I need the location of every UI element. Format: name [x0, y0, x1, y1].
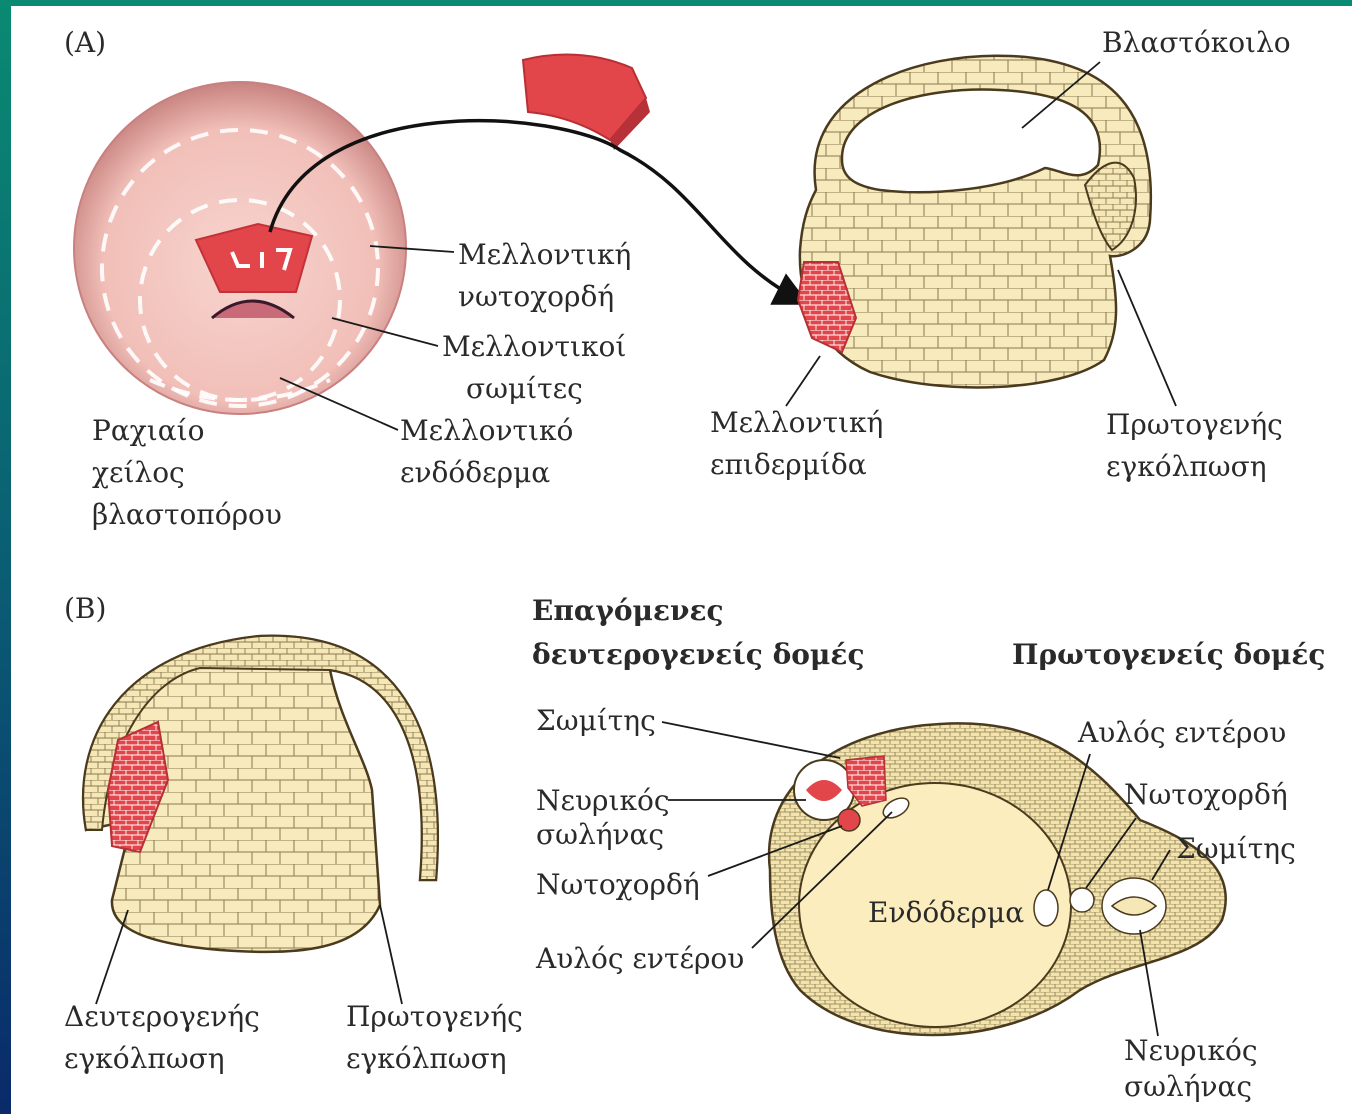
label-endoderm: Ενδόδερμα [868, 892, 1024, 934]
label-dorsal-lip-3: βλαστοπόρου [92, 494, 282, 536]
label-future-endoderm-2: ενδόδερμα [400, 452, 550, 494]
header-induced-1: Επαγόμενες [532, 590, 724, 632]
label-dorsal-lip-2: χείλος [92, 452, 185, 494]
label-primary-somite: Σωμίτης [1176, 828, 1296, 870]
panel-a-tag: (A) [64, 22, 106, 64]
label-induced-gut: Αυλός εντέρου [536, 938, 744, 980]
label-primary-gut: Αυλός εντέρου [1078, 712, 1286, 754]
label-induced-neural-tube-2: σωλήνας [536, 814, 664, 856]
label-future-notochord-2: νωτοχορδή [458, 276, 614, 318]
label-induced-notochord: Νωτοχορδή [536, 864, 700, 906]
panel-b-gastrula [83, 636, 438, 952]
label-secondary-invagination-1: Δευτερογενής [64, 996, 260, 1038]
label-secondary-invagination-2: εγκόλπωση [64, 1038, 224, 1080]
label-primary-invagination-b-2: εγκόλπωση [346, 1038, 506, 1080]
header-induced-2: δευτερογενείς δομές [532, 634, 865, 676]
primary-gut [1034, 890, 1058, 926]
label-induced-somite: Σωμίτης [536, 700, 656, 742]
label-primary-invagination-a-2: εγκόλπωση [1106, 446, 1266, 488]
header-primary: Πρωτογενείς δομές [1012, 634, 1325, 676]
label-future-notochord-1: Μελλοντική [458, 234, 631, 276]
label-future-somites-1: Μελλοντικοί [442, 326, 626, 368]
panel-b-tag: (B) [64, 588, 106, 630]
label-future-endoderm-1: Μελλοντικό [400, 410, 573, 452]
label-future-epidermis-2: επιδερμίδα [710, 444, 867, 486]
label-primary-invagination-a-1: Πρωτογενής [1106, 404, 1283, 446]
induced-notochord [838, 809, 860, 831]
label-dorsal-lip-1: Ραχιαίο [92, 410, 204, 452]
label-blastocoel: Βλαστόκοιλο [1102, 22, 1291, 64]
label-primary-notochord: Νωτοχορδή [1124, 774, 1288, 816]
label-primary-invagination-b-1: Πρωτογενής [346, 996, 523, 1038]
label-future-somites-2: σωμίτες [466, 368, 583, 410]
panel-a-embryo [798, 56, 1151, 388]
panel-a-egg [74, 82, 406, 414]
label-future-epidermis-1: Μελλοντική [710, 402, 883, 444]
primary-notochord [1070, 888, 1094, 912]
label-primary-neural-tube-2: σωλήνας [1124, 1066, 1252, 1108]
panel-b-section [769, 723, 1226, 1035]
